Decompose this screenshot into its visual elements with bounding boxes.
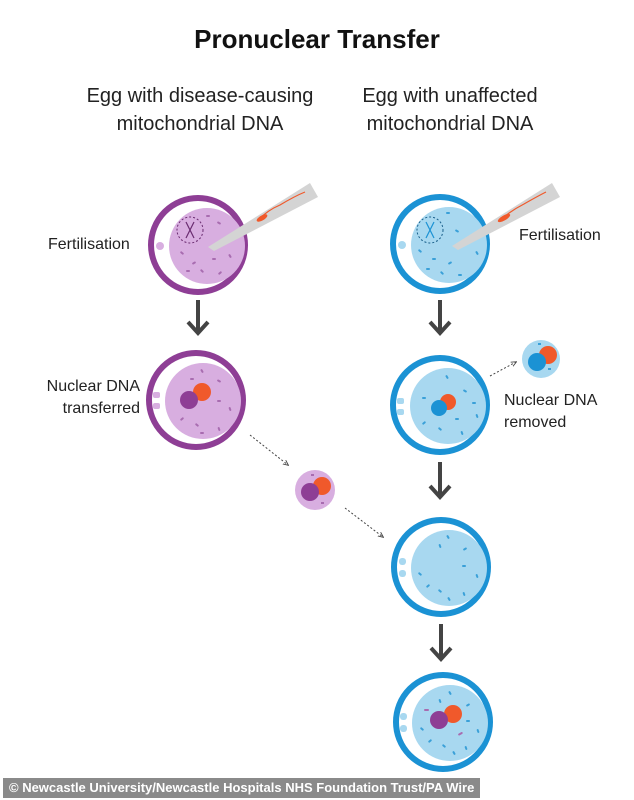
right-egg-pronuclei-removed xyxy=(390,355,490,455)
pronuclei-spindle-icon xyxy=(416,216,444,244)
left-column-title: Egg with disease-causing mitochondrial D… xyxy=(60,82,340,138)
right-egg-reconstructed xyxy=(393,672,493,772)
purple-pronucleus xyxy=(180,391,198,409)
transferred-label-line1: Nuclear DNA xyxy=(46,378,140,395)
arrow-down-right-1 xyxy=(428,300,452,336)
nuclear-dna-removed-label: Nuclear DNA removed xyxy=(504,390,597,434)
removed-label-line1: Nuclear DNA xyxy=(504,392,598,409)
arrow-down-right-3 xyxy=(429,624,453,662)
left-egg-fertilisation xyxy=(148,183,318,295)
right-egg-enucleated xyxy=(391,517,491,617)
arrow-down-right-2 xyxy=(428,462,452,500)
orange-pronucleus xyxy=(444,705,462,723)
removed-label-line2: removed xyxy=(504,414,567,431)
orange-pronucleus xyxy=(193,383,211,401)
removed-pronuclei-karyoplast xyxy=(489,340,560,378)
blue-pronucleus xyxy=(431,400,447,416)
arrow-down-left-1 xyxy=(186,300,210,336)
left-column-title-line1: Egg with disease-causing xyxy=(86,85,314,107)
pipette-with-sperm-icon xyxy=(452,183,560,250)
pipette-with-sperm-icon xyxy=(208,183,318,251)
transferred-label-line2: transferred xyxy=(62,400,140,417)
image-credit: © Newcastle University/Newcastle Hospita… xyxy=(3,778,481,798)
left-fertilisation-label: Fertilisation xyxy=(48,236,130,253)
mitochondria-dots xyxy=(418,212,479,276)
right-fertilisation-label: Fertilisation xyxy=(519,227,601,244)
left-column-title-line2: mitochondrial DNA xyxy=(116,113,284,135)
right-column-title: Egg with unaffected mitochondrial DNA xyxy=(330,82,570,138)
transferred-pronuclei-karyoplast xyxy=(249,434,383,537)
right-egg-fertilisation xyxy=(390,183,560,294)
purple-pronucleus xyxy=(430,711,448,729)
nuclear-dna-transferred-label: Nuclear DNA transferred xyxy=(36,376,140,420)
diagram-title: Pronuclear Transfer xyxy=(194,24,440,54)
left-egg-pronuclei xyxy=(146,350,246,450)
pronuclei-spindle-icon xyxy=(176,216,204,244)
right-column-title-line1: Egg with unaffected xyxy=(362,85,538,107)
mitochondria-dots xyxy=(180,215,232,275)
right-column-title-line2: mitochondrial DNA xyxy=(366,113,534,135)
